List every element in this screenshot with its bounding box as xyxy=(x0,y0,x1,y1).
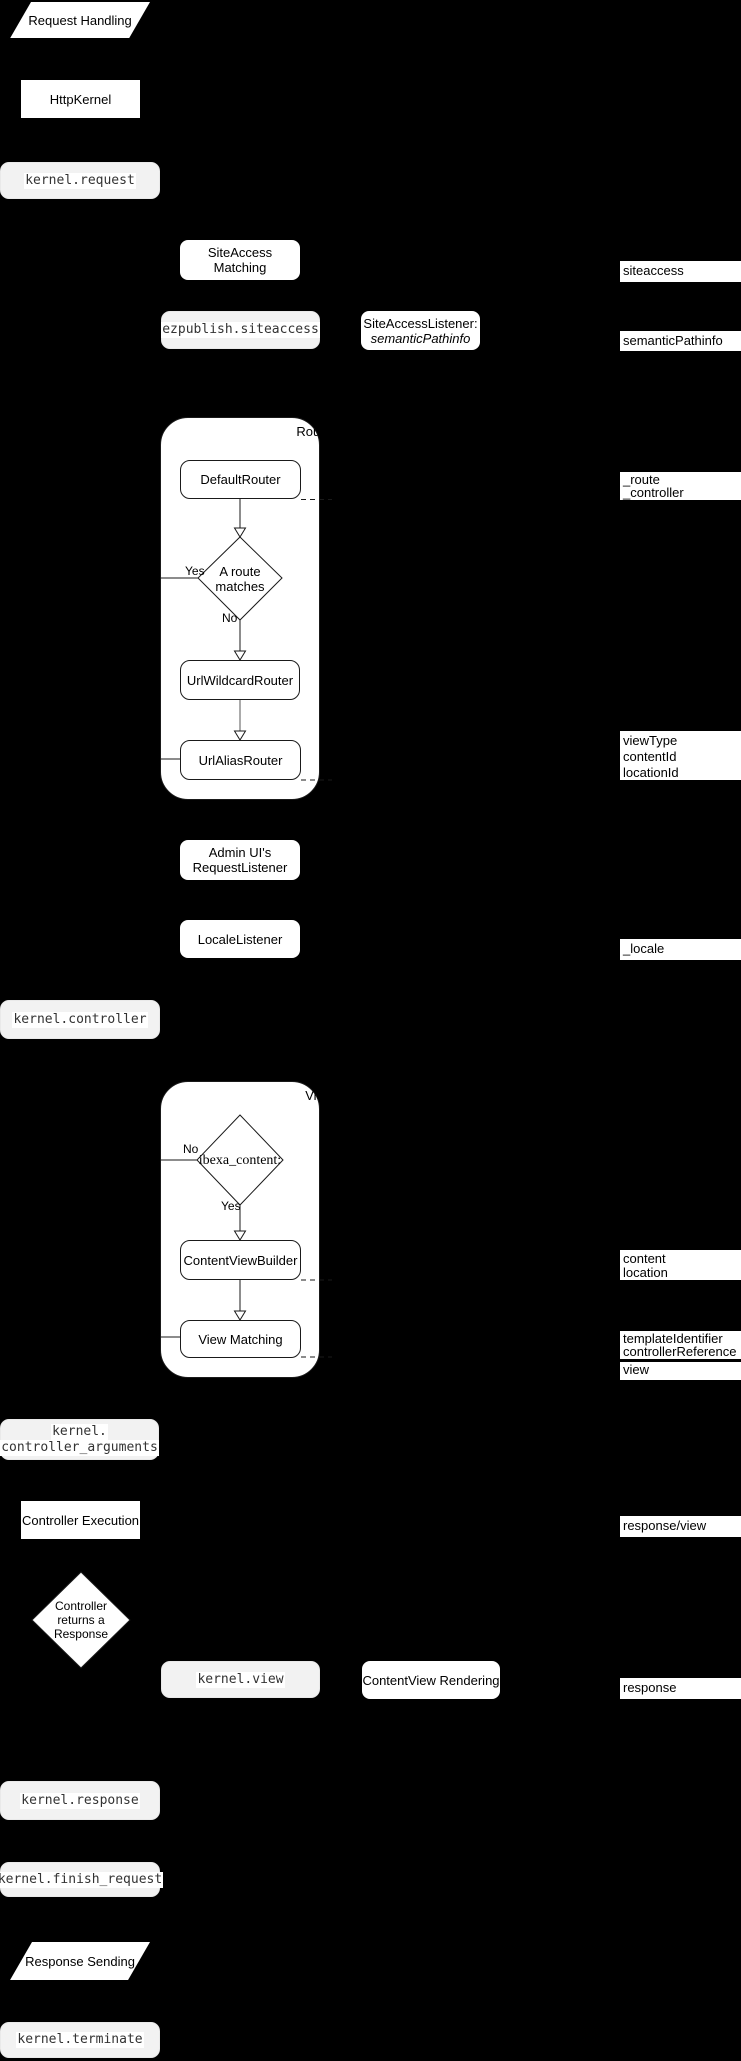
kernel-controller-arguments-line1: kernel. xyxy=(51,1423,108,1440)
kernel-response-label: kernel.response xyxy=(20,1792,140,1809)
routing-container-subtitle: (ChainRouter) xyxy=(329,439,412,454)
kernel-view-label: kernel.view xyxy=(196,1671,285,1688)
semantic-pathinfo-bar-line: semanticPathinfo xyxy=(623,333,723,348)
response-bar: response xyxy=(620,1678,741,1699)
view-matching-node: View Matching xyxy=(180,1320,301,1358)
response-sending-parallelogram: Response Sending xyxy=(10,1942,151,1980)
route-bar-line: _route xyxy=(623,472,660,487)
locale-bar: _locale xyxy=(620,939,741,960)
kernel-terminate-label: kernel.terminate xyxy=(16,2032,144,2048)
controller-returns-line2: returns a xyxy=(57,1613,105,1627)
ibexa-content-label: ibexa_content: xyxy=(198,1152,282,1168)
siteaccess-listener-line1: SiteAccessListener: xyxy=(363,315,478,331)
routing-container-title: Routing semanticPathinfo xyxy=(0,424,741,439)
siteaccess-listener-node: SiteAccessListener: semanticPathinfo xyxy=(361,311,480,350)
viewtype-bar-line: viewType xyxy=(623,733,678,748)
controller-returns-label: Controller returns a Response xyxy=(32,1572,130,1668)
route-no-label: No xyxy=(222,611,238,625)
view-bar: view xyxy=(620,1362,741,1380)
siteaccess-bar-line: siteaccess xyxy=(623,263,684,278)
semantic-pathinfo-bar: semanticPathinfo xyxy=(620,331,741,351)
route-yes-label: Yes xyxy=(185,564,205,578)
locale-bar-line: _locale xyxy=(623,941,665,956)
content-location-bar: content location xyxy=(620,1250,741,1280)
kernel-view-event: kernel.view xyxy=(161,1661,320,1698)
arrowhead-icon xyxy=(233,527,247,538)
route-controller-bar: _route _controller xyxy=(620,472,741,500)
ezpublish-siteaccess-label: ezpublish.siteaccess xyxy=(161,322,320,338)
view-controller-listener-title: ViewControllerListener xyxy=(305,1088,436,1103)
template-controller-bar: templateIdentifier controllerReference xyxy=(620,1331,741,1359)
controller-execution-node: Controller Execution xyxy=(21,1501,140,1539)
routing-title-prefix: Routing xyxy=(296,424,345,439)
admin-ui-line2: RequestListener xyxy=(192,860,288,875)
content-bar-line: content xyxy=(623,1251,666,1266)
kernel-finish-request-event: kernel.finish_request xyxy=(0,1862,164,1897)
controller-returns-line3: Response xyxy=(53,1627,109,1641)
locale-listener-node: LocaleListener xyxy=(180,920,300,958)
view-params-bar: viewType contentId locationId xyxy=(620,731,741,780)
controller-bar-line: _controller xyxy=(623,485,684,500)
ibexa-no-label: No xyxy=(183,1142,199,1156)
kernel-controller-arguments-event: kernel. controller_arguments xyxy=(0,1419,159,1460)
routing-title-italic: semanticPathinfo xyxy=(344,424,445,439)
admin-ui-line1: Admin UI's xyxy=(208,845,272,860)
kernel-terminate-event: kernel.terminate xyxy=(0,2022,160,2058)
arrowhead-icon xyxy=(233,1230,247,1241)
kernel-request-label: kernel.request xyxy=(24,172,136,189)
response-bar-line: response xyxy=(623,1680,677,1695)
siteaccess-bar: siteaccess xyxy=(620,261,741,282)
url-wildcard-router-node: UrlWildcardRouter xyxy=(180,660,300,700)
content-view-builder-node: ContentViewBuilder xyxy=(180,1240,301,1280)
arrowhead-icon xyxy=(233,730,247,741)
view-bar-line: view xyxy=(623,1362,650,1377)
response-view-bar-line: response/view xyxy=(623,1518,707,1533)
httpkernel-node: HttpKernel xyxy=(21,80,140,118)
contentview-rendering-node: ContentView Rendering xyxy=(362,1661,500,1699)
controllerreference-bar-line: controllerReference xyxy=(623,1344,737,1359)
templateidentifier-bar-line: templateIdentifier xyxy=(623,1331,723,1346)
controller-returns-line1: Controller xyxy=(54,1599,108,1613)
siteaccess-matching-node: SiteAccess Matching xyxy=(180,240,300,280)
response-sending-label: Response Sending xyxy=(25,1953,135,1969)
kernel-request-event: kernel.request xyxy=(0,162,160,199)
request-handling-label: Request Handling xyxy=(28,12,132,28)
kernel-response-event: kernel.response xyxy=(0,1781,160,1820)
response-view-bar: response/view xyxy=(620,1516,741,1537)
arrowhead-icon xyxy=(233,650,247,661)
route-matches-label: A route matches xyxy=(200,537,280,620)
default-router-node: DefaultRouter xyxy=(180,460,301,499)
contentid-bar-line: contentId xyxy=(623,749,677,764)
url-alias-router-node: UrlAliasRouter xyxy=(180,740,301,780)
controller-returns-diamond xyxy=(31,1571,131,1669)
kernel-controller-arguments-line2: controller_arguments xyxy=(0,1439,159,1456)
request-handling-parallelogram: Request Handling xyxy=(10,2,150,38)
route-matches-line2: matches xyxy=(215,578,265,594)
location-bar-line: location xyxy=(623,1265,668,1280)
kernel-controller-event: kernel.controller xyxy=(0,1000,160,1039)
kernel-controller-label: kernel.controller xyxy=(12,1011,148,1028)
route-matches-line1: A route xyxy=(219,563,261,579)
locationid-bar-line: locationId xyxy=(623,765,679,780)
kernel-finish-request-label: kernel.finish_request xyxy=(0,1871,164,1888)
ibexa-yes-label: Yes xyxy=(221,1199,241,1213)
siteaccess-listener-line2: semanticPathinfo xyxy=(370,330,471,346)
arrowhead-icon xyxy=(233,1310,247,1321)
ezpublish-siteaccess-event: ezpublish.siteaccess xyxy=(161,311,320,349)
admin-ui-request-listener-node: Admin UI's RequestListener xyxy=(180,840,300,880)
